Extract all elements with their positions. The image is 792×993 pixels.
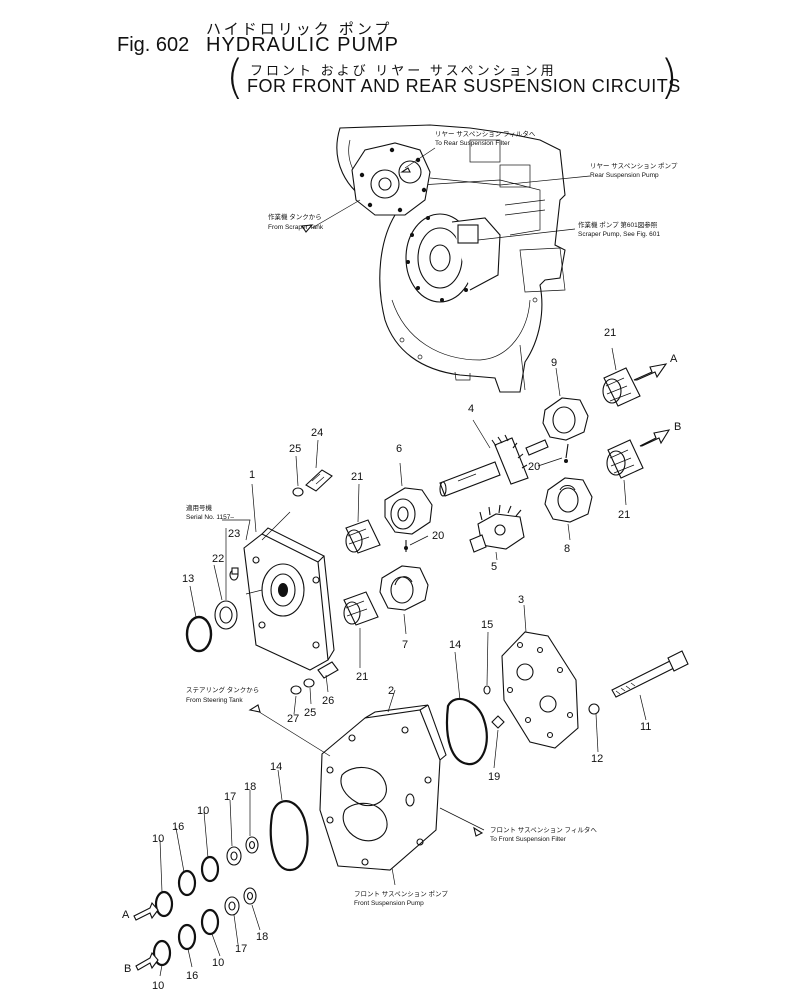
part-number-5: 5 [491, 561, 497, 573]
pump-body-drawing [319, 704, 447, 871]
subtitle-japanese: フロント および リヤー サスペンション用 [250, 63, 557, 78]
part-number-21: 21 [351, 471, 363, 483]
part-number-2: 2 [388, 685, 394, 697]
serial-parts-22-23-drawing [222, 519, 251, 600]
part-number-10: 10 [212, 957, 224, 969]
small-parts-drawings [290, 443, 569, 695]
part-number-4: 4 [468, 403, 474, 415]
part-number-21: 21 [618, 509, 630, 521]
bushing-part-7-drawing [379, 565, 429, 611]
part-number-17: 17 [235, 943, 247, 955]
bushing-part-6-drawing [384, 487, 433, 535]
part-number-14: 14 [270, 761, 282, 773]
figure-number: Fig. 602 [117, 34, 190, 56]
part-number-18: 18 [256, 931, 268, 943]
drive-shaft-gear-drawing [439, 434, 549, 497]
needle-bearing-drawings [343, 367, 644, 626]
rear-pump-en: Rear Suspension Pump [590, 172, 659, 179]
long-bolt-drawing [588, 650, 689, 715]
arrow-label-a-bottom: A [122, 909, 130, 921]
part-number-7: 7 [402, 639, 408, 651]
scraper-pump-jp: 作業機 ポンプ 第601図参照 [578, 220, 658, 229]
o-ring-14-lower-drawing [269, 800, 309, 872]
arrow-label-b-bottom: B [124, 963, 131, 975]
part-number-18: 18 [244, 781, 256, 793]
flow-arrows [133, 167, 671, 971]
oil-seal-drawing [214, 600, 238, 630]
part-number-21: 21 [356, 671, 368, 683]
rear-suspension-pump-drawing [351, 142, 431, 216]
to-rear-filter-en: To Rear Suspension Filter [435, 140, 511, 147]
driven-gear-drawing [469, 504, 525, 553]
rear-pump-jp: リヤー サスペンション ポンプ [590, 162, 678, 170]
part-number-27: 27 [287, 713, 299, 725]
part-number-1: 1 [249, 469, 255, 481]
part-number-10: 10 [197, 805, 209, 817]
serial-jp: 適用号機 [186, 503, 213, 512]
arrow-label-a-top: A [670, 353, 678, 365]
part-number-23: 23 [228, 528, 240, 540]
part-number-22: 22 [212, 553, 224, 565]
part-number-8: 8 [564, 543, 570, 555]
from-steering-tank-jp: ステアリング タンクから [186, 685, 259, 694]
serial-en: Serial No. 1157– [186, 514, 234, 521]
part-number-9: 9 [551, 357, 557, 369]
front-cover-drawing [243, 527, 335, 671]
part-number-21: 21 [604, 327, 616, 339]
front-pump-jp: フロント サスペンション ポンプ [354, 890, 448, 898]
part-number-25: 25 [289, 443, 301, 455]
part-number-13: 13 [182, 573, 194, 585]
seal-rings-upper-row [154, 836, 259, 918]
scraper-pump-drawing [405, 213, 501, 303]
bushing-part-8-drawing [544, 477, 593, 523]
from-scraper-tank-en: From Scraper Tank [268, 224, 324, 231]
part-number-11: 11 [640, 721, 651, 733]
arrow-label-b-top: B [674, 421, 681, 433]
part-number-16: 16 [186, 970, 198, 982]
seal-rings-lower-row [152, 887, 257, 967]
figure-subtitle: FOR FRONT AND REAR SUSPENSION CIRCUITS [247, 76, 681, 96]
part-number-25: 25 [304, 707, 316, 719]
subtitle-close-paren: ) [660, 50, 678, 104]
o-ring-14-upper-drawing [445, 697, 488, 766]
rear-cover-drawing [501, 631, 579, 749]
part-number-10: 10 [152, 833, 164, 845]
part-number-12: 12 [591, 753, 603, 765]
to-rear-filter-jp: リヤー サスペンション フィルタへ [435, 129, 536, 138]
figure-title: HYDRAULIC PUMP [206, 34, 399, 56]
part-number-24: 24 [311, 427, 323, 439]
part-number-19: 19 [488, 771, 500, 783]
to-front-filter-en: To Front Suspension Filter [490, 836, 567, 843]
from-scraper-tank-jp: 作業機 タンクから [268, 212, 322, 221]
subtitle-open-paren: ( [226, 50, 244, 104]
from-steering-tank-en: From Steering Tank [186, 697, 243, 704]
part-number-16: 16 [172, 821, 184, 833]
to-front-filter-jp: フロント サスペンション フィルタへ [490, 825, 597, 834]
part-number-10: 10 [152, 980, 164, 992]
front-pump-en: Front Suspension Pump [354, 900, 424, 907]
title-japanese: ハイドロリック ポンプ [206, 21, 393, 38]
part-number-6: 6 [396, 443, 402, 455]
part-number-3: 3 [518, 594, 524, 606]
o-ring-13-drawing [185, 615, 213, 653]
part-number-17: 17 [224, 791, 236, 803]
part-number-14: 14 [449, 639, 461, 651]
bushing-part-9-drawing [542, 397, 589, 441]
leader-lines [159, 147, 647, 977]
pins-drawing [483, 685, 505, 729]
part-number-26: 26 [322, 695, 334, 707]
part-number-20: 20 [528, 461, 540, 473]
part-number-15: 15 [481, 619, 493, 631]
scraper-pump-en: Scraper Pump, See Fig. 601 [578, 231, 660, 238]
part-number-20: 20 [432, 530, 444, 542]
